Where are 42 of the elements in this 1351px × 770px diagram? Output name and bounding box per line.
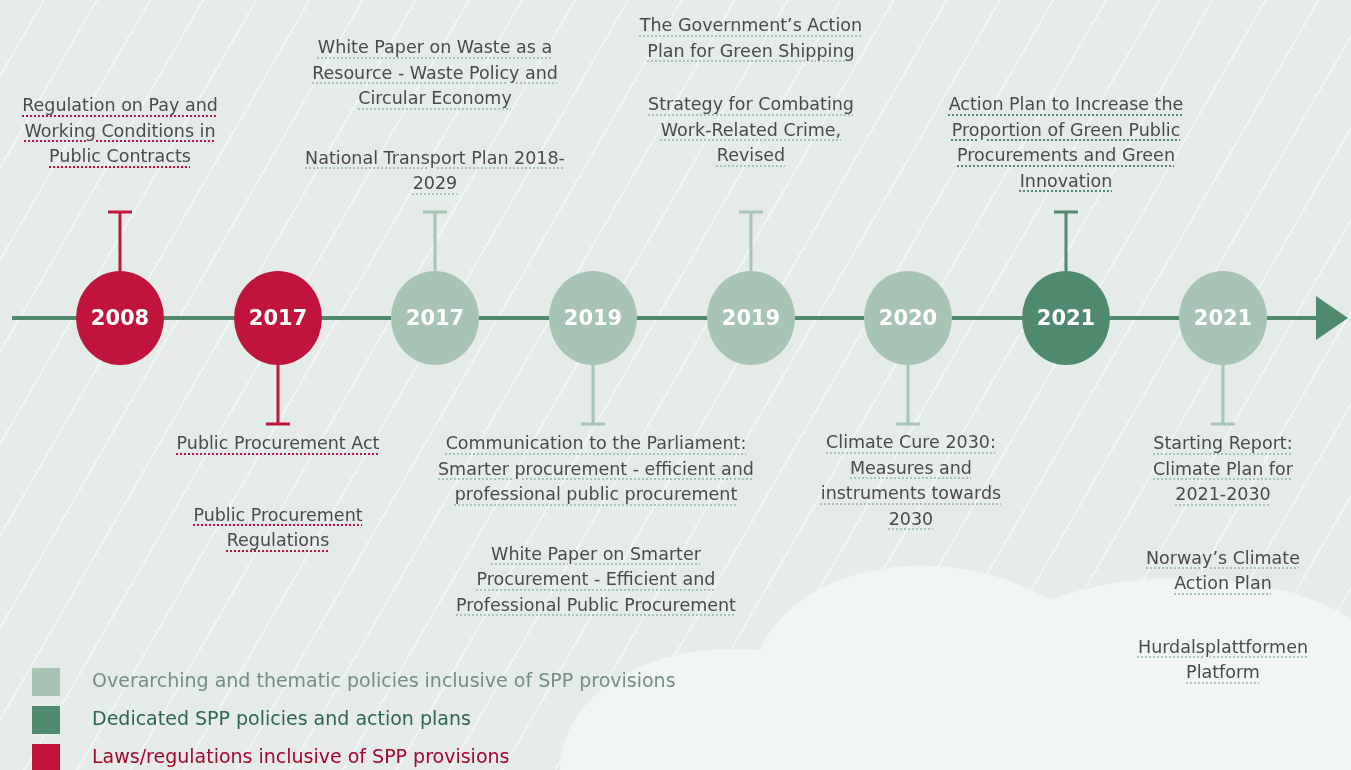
leader-line [579, 365, 607, 426]
leader-line [737, 210, 765, 271]
legend-label: Overarching and thematic policies inclusive of SPP provisions [92, 669, 676, 691]
legend-label: Laws/regulations inclusive of SPP provisions [92, 745, 510, 767]
leader-line [106, 210, 134, 271]
legend-label: Dedicated SPP policies and action plans [92, 707, 471, 729]
policy-title: Public Procurement Act [175, 432, 381, 455]
year-circle: 2020 [864, 271, 952, 365]
policy-title: White Paper on Smarter Procurement - Efficient and Professional Public Procurement [455, 542, 737, 617]
timeline-line [637, 316, 707, 320]
policy-title: The Government’s Action Plan for Green Shipping [638, 14, 864, 63]
year-circle: 2019 [707, 271, 795, 365]
policy-title: Public Procurement Regulations [192, 503, 364, 552]
year-circle: 2017 [234, 271, 322, 365]
timeline-line [795, 316, 864, 320]
policy-title: White Paper on Waste as a Resource - Waste Policy and Circular Economy [311, 36, 559, 110]
year-circle: 2017 [391, 271, 479, 365]
year-circle: 2019 [549, 271, 637, 365]
year-circle: 2021 [1179, 271, 1267, 365]
timeline-arrow [1267, 296, 1348, 340]
leader-line [421, 210, 449, 271]
leader-line [894, 365, 922, 426]
year-circle: 2008 [76, 271, 164, 365]
policy-title: Hurdalsplattformen Platform [1137, 635, 1309, 684]
policy-title: Strategy for Combating Work-Related Crime, Revised [647, 93, 855, 167]
leader-line [1052, 210, 1080, 271]
year-circle: 2021 [1022, 271, 1110, 365]
leader-line [1209, 365, 1237, 426]
policy-title: National Transport Plan 2018-2029 [305, 146, 565, 195]
timeline-line [164, 316, 234, 320]
policy-title: Starting Report: Climate Plan for 2021-2030 [1152, 432, 1294, 506]
timeline-line [1110, 316, 1179, 320]
timeline-line [952, 316, 1022, 320]
policy-title: Climate Cure 2030: Measures and instruments towards 2030 [819, 431, 1003, 531]
timeline-line [12, 316, 76, 320]
policy-title: Regulation on Pay and Working Conditions in Public Contracts [21, 94, 219, 168]
policy-title: Action Plan to Increase the Proportion of Green Public Procurements and Green Innovation [947, 93, 1185, 193]
timeline-line [322, 316, 391, 320]
policy-title: Norway’s Climate Action Plan [1145, 546, 1301, 595]
timeline-line [479, 316, 549, 320]
policy-title: Communication to the Parliament: Smarter procurement - efficient and professional public procurement [437, 432, 755, 506]
leader-line [264, 365, 292, 426]
